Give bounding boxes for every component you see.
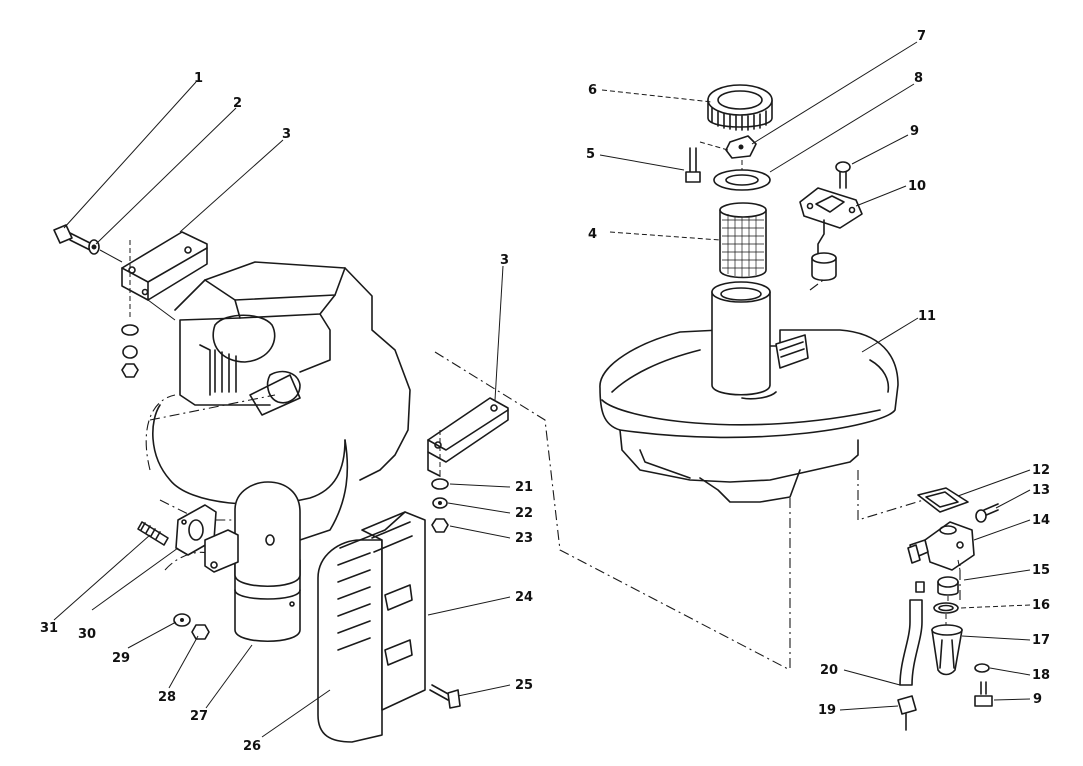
callout-13: 13 (1032, 483, 1050, 498)
tank-neck (711, 281, 771, 396)
callout-15: 15 (1032, 563, 1050, 578)
washer-2 (88, 239, 100, 255)
gasket-8 (713, 169, 771, 191)
callout-27: 27 (190, 709, 208, 724)
callout-6: 6 (588, 83, 597, 98)
right-bracket (427, 397, 509, 477)
washer-18 (974, 663, 990, 673)
callout-18: 18 (1032, 668, 1050, 683)
muffler-guard-26 (317, 511, 426, 743)
callout-2: 2 (233, 96, 242, 111)
retainer-7 (725, 135, 757, 159)
strainer-4 (719, 202, 767, 279)
fuel-cap-6 (707, 84, 773, 131)
callout-24: 24 (515, 590, 533, 605)
callout-1: 1 (194, 71, 203, 86)
callout-23: 23 (515, 531, 533, 546)
screw-13 (975, 503, 999, 523)
callout-22: 22 (515, 506, 533, 521)
callout-8: 8 (914, 71, 923, 86)
callout-11: 11 (918, 309, 936, 324)
callout-4: 4 (588, 227, 597, 242)
callout-17: 17 (1032, 633, 1050, 648)
nut-29 (173, 613, 191, 627)
callout-25: 25 (515, 678, 533, 693)
callout-7: 7 (917, 29, 926, 44)
callout-10: 10 (908, 179, 926, 194)
washer-21 (431, 478, 449, 490)
oring-15 (937, 576, 959, 596)
callout-16: 16 (1032, 598, 1050, 613)
callout-26: 26 (243, 739, 261, 754)
callout-31: 31 (40, 621, 58, 636)
bolt-25 (429, 684, 461, 709)
screw-9-bottom (974, 681, 993, 707)
gasket-12 (917, 487, 969, 513)
callout-20: 20 (820, 663, 838, 678)
leader-lines (53, 41, 1031, 738)
callout-9-bottom: 9 (1033, 692, 1042, 707)
callout-21: 21 (515, 480, 533, 495)
filter-16 (933, 602, 959, 614)
left-bracket (121, 231, 208, 301)
muffler-27 (204, 481, 301, 643)
bolt-1 (53, 224, 93, 251)
nut-23 (431, 518, 449, 533)
callout-29: 29 (112, 651, 130, 666)
sediment-cup-17 (931, 624, 963, 676)
callout-30: 30 (78, 627, 96, 642)
nut-28 (191, 624, 210, 640)
callout-28: 28 (158, 690, 176, 705)
lockwasher-22 (432, 497, 448, 509)
callout-9-top: 9 (910, 124, 919, 139)
clamp-19 (897, 695, 917, 731)
callout-12: 12 (1032, 463, 1050, 478)
screw-9-top (835, 161, 851, 189)
callout-labels: 1 2 3 3 4 5 6 7 8 9 9 10 11 12 13 14 15 … (40, 29, 1050, 754)
fuel-line-20 (899, 544, 925, 686)
fuel-valve-14 (909, 521, 975, 571)
stud-31 (137, 521, 169, 546)
callout-3-left: 3 (282, 127, 291, 142)
callout-19: 19 (818, 703, 836, 718)
callout-3-right: 3 (500, 253, 509, 268)
fuel-gauge-10 (799, 187, 863, 282)
callout-5: 5 (586, 147, 595, 162)
screw-5 (685, 147, 701, 183)
left-nut-stack (121, 324, 139, 378)
callout-14: 14 (1032, 513, 1050, 528)
